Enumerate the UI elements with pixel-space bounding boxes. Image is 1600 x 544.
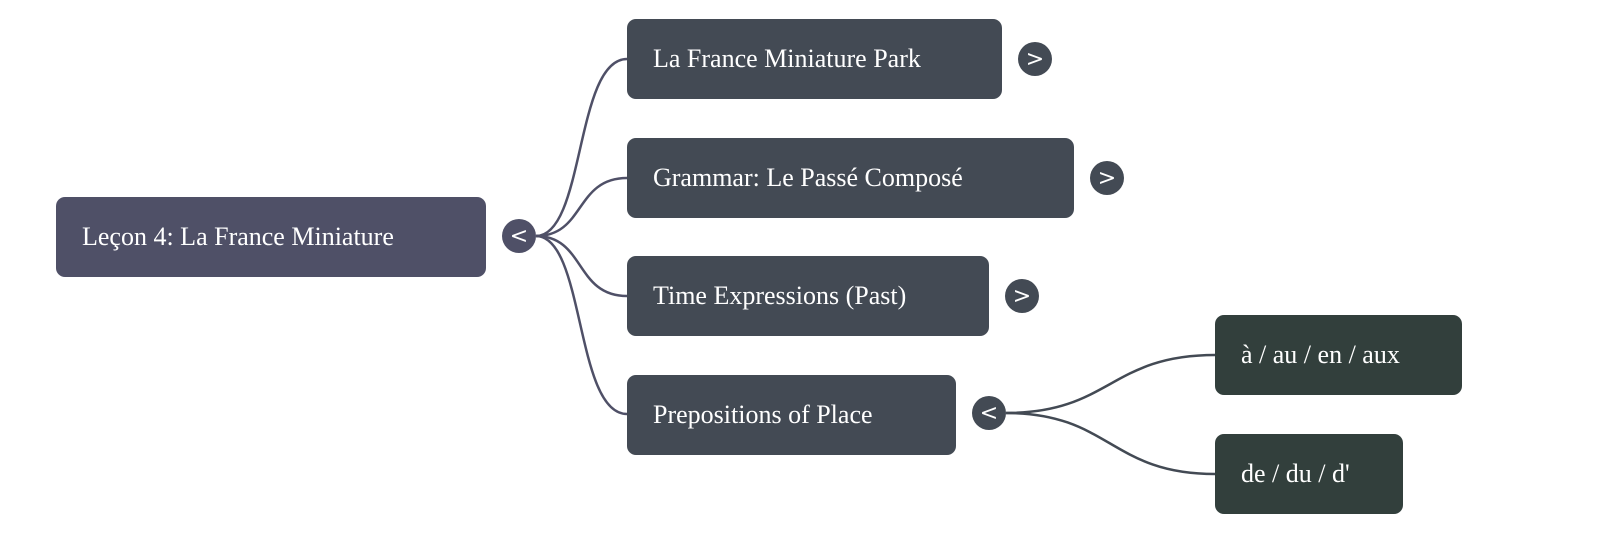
node-prepositions-of-place[interactable]: Prepositions of Place [627, 375, 956, 455]
edge [535, 234, 628, 416]
node-label: Time Expressions (Past) [653, 281, 907, 310]
edge [1005, 411, 1216, 476]
collapse-toggle[interactable]: < [972, 396, 1006, 430]
edge [535, 234, 628, 298]
node-label: Prepositions of Place [653, 400, 873, 429]
node-grammar[interactable]: Grammar: Le Passé Composé [627, 138, 1074, 218]
edge [535, 176, 628, 238]
node-label: à / au / en / aux [1241, 340, 1400, 369]
expand-toggle[interactable]: > [1018, 42, 1052, 76]
node-time-expressions[interactable]: Time Expressions (Past) [627, 256, 989, 336]
node-label: de / du / d' [1241, 459, 1350, 488]
edge [535, 57, 628, 238]
node-a-au-en-aux[interactable]: à / au / en / aux [1215, 315, 1462, 395]
collapse-toggle[interactable]: < [502, 219, 536, 253]
node-label: Leçon 4: La France Miniature [82, 222, 394, 251]
edge [1005, 353, 1216, 415]
node-la-france-miniature-park[interactable]: La France Miniature Park [627, 19, 1002, 99]
root-node[interactable]: Leçon 4: La France Miniature [56, 197, 486, 277]
expand-toggle[interactable]: > [1090, 161, 1124, 195]
expand-toggle[interactable]: > [1005, 279, 1039, 313]
node-label: Grammar: Le Passé Composé [653, 163, 963, 192]
node-de-du-d[interactable]: de / du / d' [1215, 434, 1403, 514]
node-label: La France Miniature Park [653, 44, 921, 73]
